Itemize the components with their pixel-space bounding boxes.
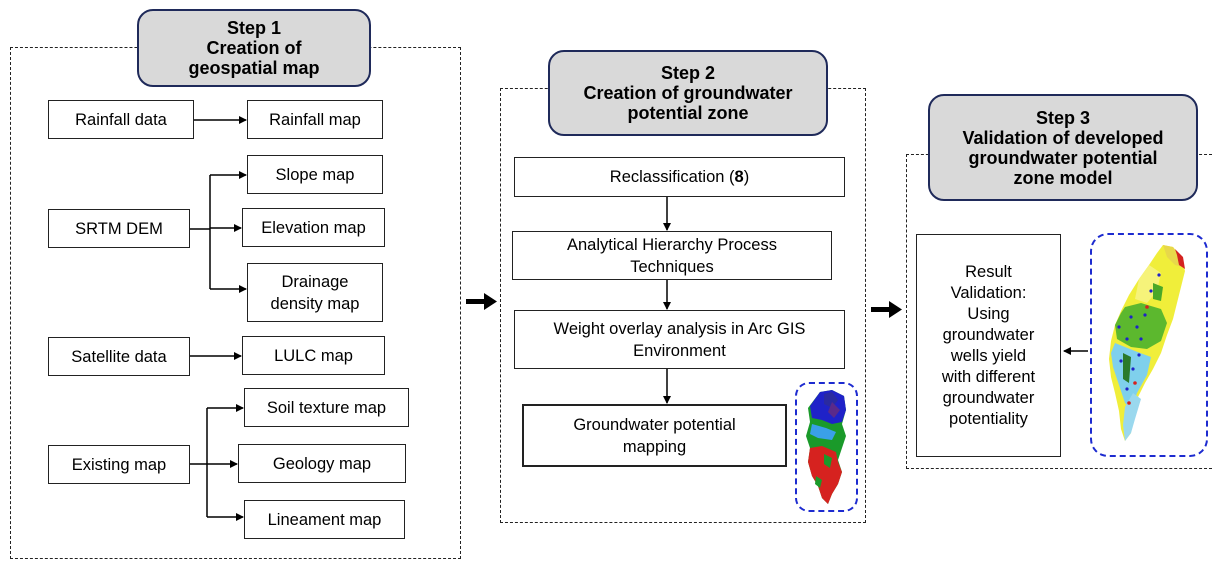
reclassification-count: 8 [734, 168, 744, 186]
satellite-data-label: Satellite data [71, 347, 167, 366]
ahp-label-line2: Techniques [630, 257, 714, 276]
step3-title-line1: Step 3 [1035, 107, 1091, 128]
validation-map-image [1109, 245, 1185, 441]
validation-line5: wells yield [950, 346, 1027, 365]
lulc-map-label: LULC map [274, 346, 353, 365]
geology-map-label: Geology map [272, 454, 372, 473]
weight-overlay-line1: Weight overlay analysis in Arc GIS [553, 319, 806, 338]
groundwater-mapping-box: Groundwater potential mapping [522, 404, 787, 467]
arrow-step1-step2-shaft [466, 299, 486, 304]
gw-mapping-line2: mapping [622, 437, 687, 456]
elevation-map-label: Elevation map [261, 218, 366, 237]
rainfall-data-box: Rainfall data [48, 100, 194, 139]
step1-title-line3: geospatial map [188, 58, 320, 78]
step3-title-line2: Validation of developed [962, 127, 1164, 148]
geology-map-box: Geology map [238, 444, 406, 483]
arrow-step1-step2-head [484, 293, 497, 310]
drainage-label-line2: density map [270, 294, 360, 313]
step3-title-line4: zone model [1013, 167, 1113, 188]
ahp-label-line1: Analytical Hierarchy Process [567, 235, 777, 254]
validation-line3: Using [967, 304, 1010, 323]
reclassification-box: Reclassification (8) [514, 157, 845, 197]
gw-mapping-line1: Groundwater potential [573, 415, 736, 434]
validation-line1: Result [965, 262, 1012, 281]
rainfall-data-label: Rainfall data [75, 110, 167, 129]
elevation-map-box: Elevation map [242, 208, 385, 247]
rainfall-map-box: Rainfall map [247, 100, 383, 139]
step1-title-line1: Step 1 [226, 18, 282, 38]
step2-title-line1: Step 2 [660, 63, 716, 83]
srtm-dem-label: SRTM DEM [75, 219, 163, 238]
lineament-map-box: Lineament map [244, 500, 405, 539]
validation-line2: Validation: [950, 283, 1027, 302]
ahp-box: Analytical Hierarchy Process Techniques [512, 231, 832, 280]
existing-map-box: Existing map [48, 445, 190, 484]
validation-line7: groundwater [942, 388, 1035, 407]
soil-texture-map-label: Soil texture map [266, 398, 387, 417]
validation-line6: with different [941, 367, 1036, 386]
step2-title-line3: potential zone [627, 103, 749, 123]
step3-title-line3: groundwater potential [968, 147, 1158, 168]
rainfall-map-label: Rainfall map [269, 110, 361, 129]
slope-map-box: Slope map [247, 155, 383, 194]
lineament-map-label: Lineament map [267, 510, 382, 529]
step2-title-line2: Creation of groundwater [583, 83, 793, 103]
weight-overlay-box: Weight overlay analysis in Arc GIS Envir… [514, 310, 845, 369]
slope-map-label: Slope map [275, 165, 355, 184]
weight-overlay-line2: Environment [633, 341, 726, 360]
satellite-data-box: Satellite data [48, 337, 190, 376]
drainage-label-line1: Drainage [281, 272, 349, 291]
validation-line4: groundwater [942, 325, 1035, 344]
validation-line8: potentiality [949, 409, 1028, 428]
result-validation-box: Result Validation: Using groundwater wel… [916, 234, 1061, 457]
srtm-dem-box: SRTM DEM [48, 209, 190, 248]
lulc-map-box: LULC map [242, 336, 385, 375]
step2-header: Step 2 Creation of groundwater potential… [548, 50, 828, 136]
arrow-step2-step3-head [889, 301, 902, 318]
drainage-density-map-box: Drainage density map [247, 263, 383, 322]
soil-texture-map-box: Soil texture map [244, 388, 409, 427]
gw-potential-map-frame [795, 382, 858, 512]
existing-map-label: Existing map [71, 455, 167, 474]
validation-map-frame [1090, 233, 1208, 457]
gw-potential-map-image [806, 390, 846, 504]
step1-title-line2: Creation of [206, 38, 302, 58]
reclassification-label: Reclassification (8) [609, 168, 750, 186]
step3-header: Step 3 Validation of developed groundwat… [928, 94, 1198, 201]
arrow-step2-step3-shaft [871, 307, 891, 312]
step1-header: Step 1 Creation of geospatial map [137, 9, 371, 87]
